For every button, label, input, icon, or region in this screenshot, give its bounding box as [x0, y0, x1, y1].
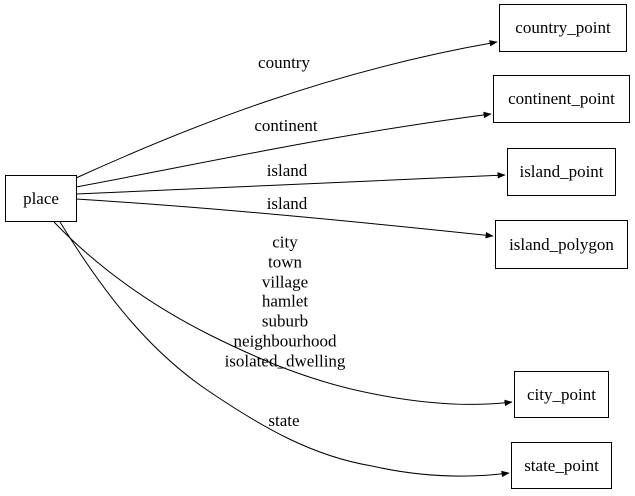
node-place: place — [5, 175, 77, 222]
edge-label-line: hamlet — [261, 292, 309, 312]
edge-place-to-country_point — [75, 40, 498, 179]
node-label: city_point — [527, 384, 596, 404]
edge-label-line: village — [261, 272, 309, 292]
edge-label-line: town — [268, 252, 302, 272]
node-island_polygon: island_polygon — [495, 220, 628, 269]
edge-label-line: isolated_dwelling — [224, 351, 346, 371]
edge-place-to-island_point — [75, 172, 506, 195]
edge-label-island_point: island — [267, 161, 308, 181]
edge-place-to-continent_point — [75, 111, 492, 188]
edge-place-to-city_point — [53, 221, 513, 407]
node-continent_point: continent_point — [493, 75, 630, 123]
edge-label-continent_point: continent — [254, 116, 317, 136]
node-island_point: island_point — [507, 148, 616, 196]
node-label: island_polygon — [509, 234, 614, 254]
node-city_point: city_point — [514, 371, 609, 418]
node-label: country_point — [515, 18, 611, 37]
node-state_point: state_point — [511, 442, 612, 489]
edge-label-line: state — [268, 411, 300, 431]
node-country_point: country_point — [499, 4, 627, 52]
node-label: island_point — [519, 162, 604, 181]
edge-label-line: suburb — [261, 311, 309, 331]
edge-place-to-state_point — [59, 221, 510, 478]
edge-label-line: island — [266, 161, 308, 181]
node-label: place — [23, 188, 59, 208]
edge-label-line: country — [258, 53, 310, 73]
edge-label-line: neighbourhood — [233, 331, 337, 351]
edge-label-line: continent — [254, 116, 318, 136]
node-label: continent_point — [508, 89, 615, 108]
edge-label-line: city — [272, 232, 298, 252]
edges-group — [53, 40, 513, 478]
edge-label-line: island — [266, 194, 308, 214]
node-label: state_point — [524, 455, 599, 475]
edge-place-to-island_polygon — [75, 198, 494, 239]
edge-label-state_point: state — [268, 411, 299, 431]
edge-label-country_point: country — [258, 53, 310, 73]
edge-label-island_polygon: island — [267, 194, 308, 214]
